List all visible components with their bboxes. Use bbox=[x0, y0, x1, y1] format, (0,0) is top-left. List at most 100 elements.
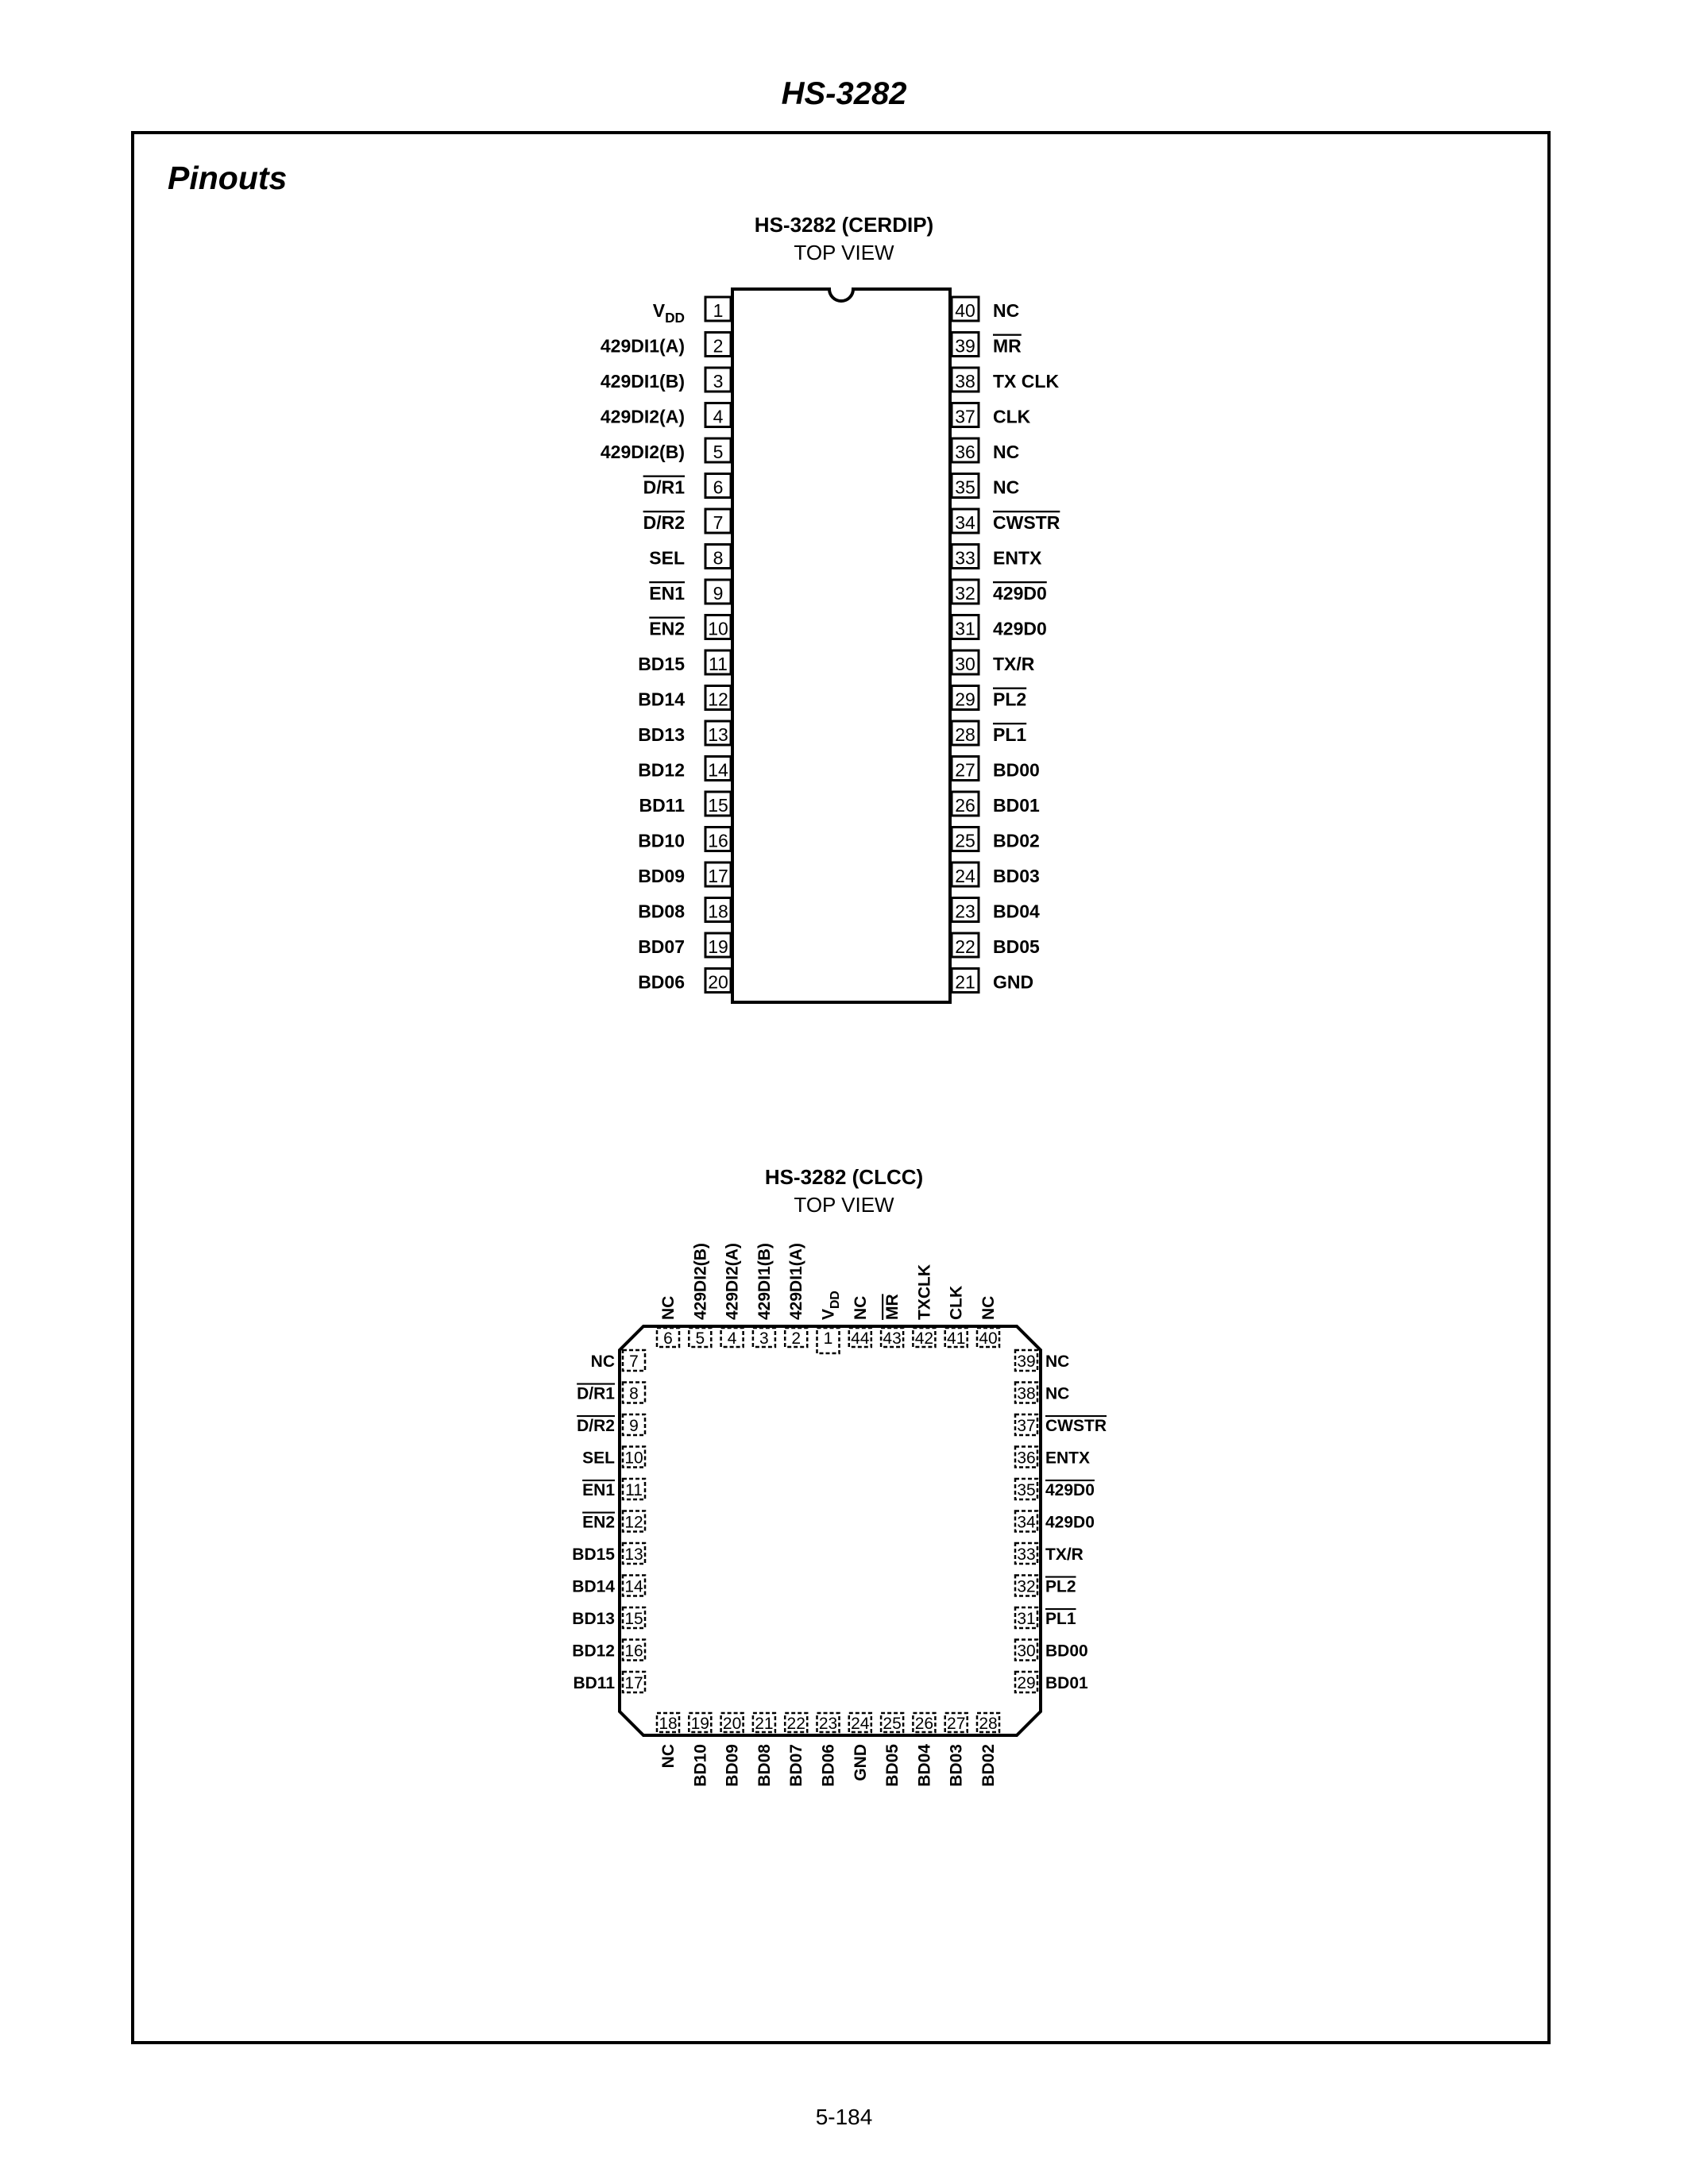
clcc-right-pin-label: PL1 bbox=[1045, 1610, 1076, 1628]
clcc-left-pin-box bbox=[621, 1349, 647, 1372]
clcc-bottom-pin-label: BD10 bbox=[691, 1744, 709, 1787]
clcc-bottom-pin-number: 28 bbox=[979, 1715, 997, 1733]
clcc-right-pin-label: CWSTR bbox=[1045, 1417, 1107, 1435]
cerdip-pin-label: NC bbox=[993, 477, 1019, 498]
cerdip-pin-box bbox=[950, 331, 980, 357]
cerdip-pin-label: BD08 bbox=[638, 901, 685, 922]
clcc-right-pin-number: 36 bbox=[1017, 1449, 1035, 1468]
cerdip-pin-label: BD14 bbox=[638, 689, 685, 710]
clcc-left-pin-label: EN2 bbox=[582, 1514, 615, 1532]
clcc-bottom-pin-label: BD07 bbox=[787, 1744, 805, 1787]
clcc-bottom-pin-number: 22 bbox=[787, 1715, 805, 1733]
cerdip-pin-number: 37 bbox=[955, 407, 975, 427]
cerdip-pin-label: BD13 bbox=[638, 724, 685, 745]
cerdip-pin-number: 20 bbox=[708, 972, 728, 993]
cerdip-pin-box bbox=[950, 861, 980, 888]
clcc-left-pin-box bbox=[621, 1606, 647, 1630]
cerdip-pin-number: 10 bbox=[708, 619, 728, 639]
clcc-left-pin-number: 8 bbox=[629, 1385, 639, 1403]
clcc-left-pin-number: 11 bbox=[625, 1481, 643, 1499]
clcc-left-pin-label: EN1 bbox=[582, 1481, 615, 1499]
clcc-right-pin-label: PL2 bbox=[1045, 1578, 1076, 1596]
clcc-right-pin-number: 31 bbox=[1017, 1610, 1035, 1628]
cerdip-pin-number: 22 bbox=[955, 936, 975, 957]
clcc-bottom-pin-box bbox=[751, 1711, 777, 1734]
cerdip-pin-label: BD09 bbox=[638, 866, 685, 886]
clcc-left-pin-box bbox=[621, 1574, 647, 1597]
clcc-bottom-pin-box bbox=[912, 1711, 937, 1734]
cerdip-pin-label: BD11 bbox=[639, 795, 685, 816]
clcc-bottom-pin-number: 18 bbox=[659, 1715, 677, 1733]
clcc-right-pin-number: 38 bbox=[1017, 1385, 1035, 1403]
clcc-left-pin-box bbox=[621, 1445, 647, 1468]
clcc-top-pin-number: 1 bbox=[824, 1329, 833, 1348]
cerdip-pin-number: 36 bbox=[955, 442, 975, 462]
clcc-right-pin-label: 429D0 bbox=[1045, 1481, 1095, 1499]
clcc-left-pin-box bbox=[621, 1670, 647, 1694]
cerdip-pin-label: BD06 bbox=[638, 972, 685, 993]
clcc-top-pin-label: 429DI1(B) bbox=[755, 1243, 774, 1320]
clcc-top-pin-number: 42 bbox=[915, 1329, 933, 1348]
clcc-bottom-pin-label: BD09 bbox=[724, 1744, 742, 1787]
clcc-top-pin-number: 3 bbox=[759, 1329, 769, 1348]
cerdip-pin-label: BD10 bbox=[638, 831, 685, 851]
clcc-left-pin-box bbox=[621, 1638, 647, 1661]
cerdip-body bbox=[731, 287, 952, 1004]
clcc-right-pin-number: 30 bbox=[1017, 1642, 1035, 1661]
cerdip-pin-box bbox=[704, 366, 732, 393]
cerdip-pin-box bbox=[704, 402, 732, 428]
cerdip-pin-box bbox=[950, 295, 980, 322]
clcc-bottom-pin-number: 25 bbox=[883, 1715, 901, 1733]
clcc-bottom-pin-label: BD06 bbox=[820, 1744, 838, 1787]
cerdip-pin-label: TX/R bbox=[993, 654, 1035, 674]
cerdip-pin-label: BD03 bbox=[993, 866, 1040, 886]
clcc-left-pin-label: BD14 bbox=[572, 1578, 615, 1596]
page-number: 5-184 bbox=[815, 2105, 873, 2129]
clcc-right-pin-label: NC bbox=[1045, 1385, 1069, 1403]
clcc-top-pin-box bbox=[912, 1326, 937, 1349]
cerdip-pin-number: 31 bbox=[955, 619, 975, 639]
clcc-right-pin-number: 34 bbox=[1017, 1514, 1036, 1532]
clcc-bottom-pin-number: 27 bbox=[947, 1715, 965, 1733]
clcc-right-pin-box bbox=[1014, 1381, 1039, 1404]
clcc-bottom-pin-box bbox=[783, 1711, 809, 1734]
cerdip-pin-label: PL1 bbox=[993, 724, 1026, 745]
cerdip-pin-label: D/R1 bbox=[643, 477, 686, 498]
cerdip-pin-box bbox=[704, 614, 732, 640]
cerdip-pin-number: 40 bbox=[955, 300, 975, 321]
cerdip-pin-box bbox=[704, 473, 732, 499]
clcc-bottom-pin-number: 19 bbox=[691, 1715, 709, 1733]
cerdip-pin-number: 4 bbox=[713, 407, 724, 427]
clcc-bottom-pin-number: 20 bbox=[723, 1715, 741, 1733]
clcc-left-pin-number: 15 bbox=[624, 1610, 643, 1628]
clcc-right-pin-number: 37 bbox=[1017, 1417, 1035, 1435]
clcc-bottom-pin-label: BD03 bbox=[948, 1744, 966, 1787]
cerdip-pin-label: MR bbox=[993, 336, 1022, 357]
cerdip-pin-label: BD01 bbox=[993, 795, 1040, 816]
cerdip-pin-number: 38 bbox=[955, 371, 975, 392]
clcc-top-pin-number: 44 bbox=[851, 1329, 870, 1348]
cerdip-pin-box bbox=[950, 685, 980, 711]
cerdip-pin-number: 7 bbox=[713, 512, 724, 533]
cerdip-pin-box bbox=[950, 755, 980, 781]
cerdip-pin-box bbox=[950, 402, 980, 428]
clcc-left-pin-number: 17 bbox=[624, 1674, 643, 1692]
cerdip-pin-box bbox=[704, 685, 732, 711]
cerdip-pin-label: 429DI1(B) bbox=[601, 371, 685, 392]
cerdip-pin-box bbox=[950, 366, 980, 393]
clcc-bottom-pin-box bbox=[688, 1711, 713, 1734]
clcc-bottom-pin-box bbox=[720, 1711, 744, 1734]
clcc-left-pin-number: 13 bbox=[624, 1545, 643, 1564]
clcc-right-pin-box bbox=[1014, 1574, 1039, 1597]
clcc-left-pin-number: 7 bbox=[629, 1352, 639, 1371]
clcc-right-pin-label: NC bbox=[1045, 1352, 1069, 1371]
clcc-top-pin-box bbox=[848, 1326, 873, 1349]
cerdip-pin-number: 39 bbox=[955, 336, 975, 357]
clcc-top-pin-box bbox=[688, 1326, 713, 1349]
clcc-bottom-pin-number: 23 bbox=[819, 1715, 837, 1733]
clcc-bottom-pin-label: BD02 bbox=[979, 1744, 998, 1787]
clcc-diagram: 6NC5429DI2(B)4429DI2(A)3429DI1(B)2429DI1… bbox=[572, 1243, 1107, 1787]
cerdip-subtitle: TOP VIEW bbox=[794, 241, 894, 264]
clcc-left-pin-number: 14 bbox=[624, 1578, 643, 1596]
cerdip-pin-number: 34 bbox=[955, 512, 975, 533]
